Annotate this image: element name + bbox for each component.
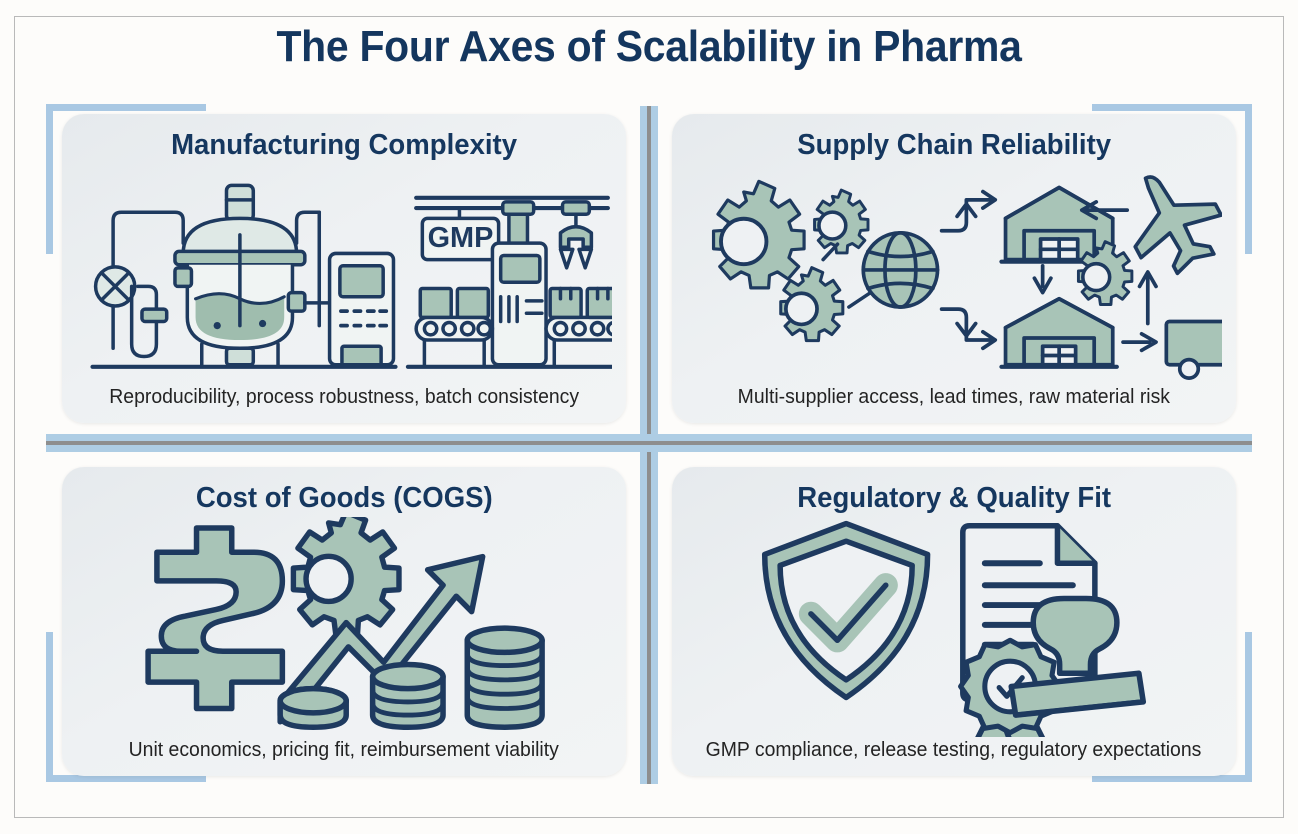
card-caption: Multi-supplier access, lead times, raw m… — [737, 386, 1171, 408]
dollar-sign-icon — [145, 525, 286, 712]
coin-stack-icon — [277, 625, 545, 730]
robotic-gripper-icon — [558, 200, 594, 270]
card-illustration-cogs — [76, 516, 612, 737]
card-caption: GMP compliance, release testing, regulat… — [706, 739, 1202, 761]
bioreactor-icon — [93, 183, 322, 367]
shield-check-icon — [761, 520, 931, 701]
truck-icon — [1164, 319, 1222, 380]
gear-icon — [711, 179, 806, 290]
card-illustration-manufacturing: GMP — [76, 164, 612, 384]
warehouse-icon — [999, 296, 1119, 369]
gmp-label: GMP — [428, 222, 494, 254]
card-manufacturing-complexity[interactable]: Manufacturing Complexity — [62, 114, 626, 423]
card-regulatory-quality-fit[interactable]: Regulatory & Quality Fit — [672, 467, 1236, 776]
warehouse-icon — [999, 185, 1119, 264]
globe-icon — [861, 230, 940, 309]
gear-icon — [813, 188, 870, 255]
conveyor-belt-icon — [414, 286, 612, 367]
rubber-stamp-icon — [1008, 595, 1147, 718]
card-title: Cost of Goods (COGS) — [195, 482, 493, 514]
gear-icon — [1076, 240, 1134, 306]
card-illustration-regulatory — [686, 517, 1222, 737]
control-panel-icon — [303, 251, 396, 367]
horizontal-divider — [46, 434, 1252, 452]
card-title: Manufacturing Complexity — [171, 129, 517, 161]
gmp-sign-icon: GMP — [420, 206, 501, 262]
valve-icon — [93, 264, 137, 308]
gear-icon — [290, 516, 402, 638]
card-illustration-supply-chain — [686, 164, 1222, 384]
quadrant-grid: Manufacturing Complexity — [62, 114, 1236, 776]
page-title: The Four Axes of Scalability in Pharma — [276, 22, 1022, 71]
card-title: Supply Chain Reliability — [797, 129, 1111, 161]
card-caption: Unit economics, pricing fit, reimburseme… — [128, 739, 560, 761]
airplane-icon — [1133, 175, 1222, 276]
card-caption: Reproducibility, process robustness, bat… — [109, 386, 579, 408]
card-supply-chain-reliability[interactable]: Supply Chain Reliability — [672, 114, 1236, 423]
card-title: Regulatory & Quality Fit — [797, 482, 1111, 514]
gear-icon — [779, 265, 845, 343]
card-cost-of-goods[interactable]: Cost of Goods (COGS) — [62, 467, 626, 776]
